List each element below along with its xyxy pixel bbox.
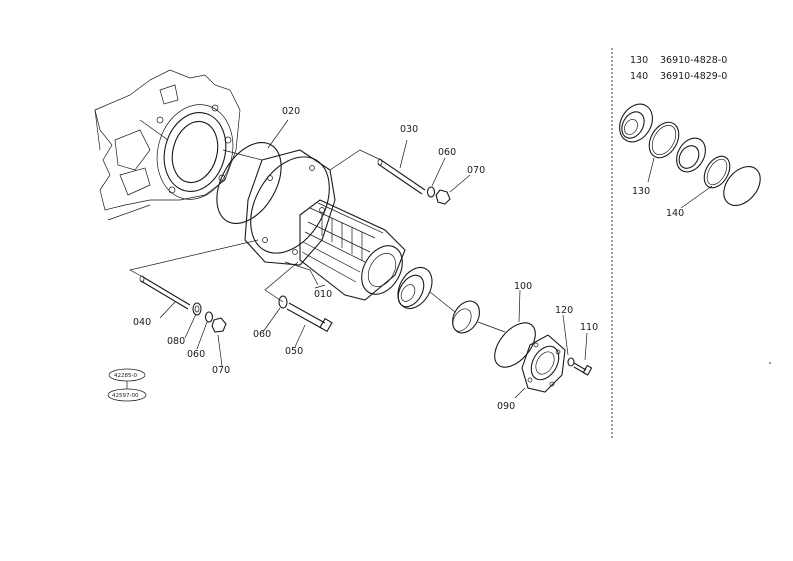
bearing-140-inset [676,137,706,173]
callout-130: 130 [632,186,650,197]
callout-060: 060 [187,349,205,360]
stray-dot [769,362,771,364]
reference-code: 42285-0 [114,373,137,379]
callout-120: 120 [555,305,573,316]
bearing [397,266,433,310]
reference-bubble-top: 42285-0 [108,368,146,382]
bearing-130-inset [619,103,653,143]
callout-070: 070 [212,365,230,376]
callout-070: 070 [467,165,485,176]
bolt-110 [573,362,593,376]
washer-120 [567,357,575,367]
table-row-part-number: 36910-4829-0 [660,71,727,82]
callout-030: 030 [400,124,418,135]
table-row-part-number: 36910-4828-0 [660,55,727,66]
flange-housing-010 [244,149,406,301]
stud-030 [377,158,426,195]
cover-090 [521,334,566,393]
snap-ring-140-inset [703,155,731,189]
stud-040 [139,275,191,310]
o-ring-140-inset [723,166,761,206]
callout-010: 010 [314,289,332,300]
leader-line [647,157,655,183]
callout-050: 050 [285,346,303,357]
callout-020: 020 [282,106,300,117]
washer-080 [192,302,202,316]
transmission-housing [94,69,241,221]
callout-090: 090 [497,401,515,412]
callout-100: 100 [514,281,532,292]
callout-110: 110 [580,322,598,333]
assembly-lines [129,119,588,399]
bolt-050 [286,302,333,333]
table-row-ref: 140 [630,71,648,82]
callout-080: 080 [167,336,185,347]
callout-060: 060 [253,329,271,340]
o-ring-020 [216,142,282,224]
leader-line [680,185,713,209]
reference-code: 42597-00 [112,393,139,399]
reference-bubble-bottom: 42597-00 [107,388,147,402]
washer-060-mid [278,295,288,309]
o-ring-100 [494,322,536,368]
washer-060-upper [426,186,436,198]
callout-040: 040 [133,317,151,328]
nut-070-upper [435,189,451,205]
callout-140: 140 [666,208,684,219]
snap-ring-130-inset [648,121,680,159]
nut-070-lower [211,317,227,333]
oil-seal [452,300,480,334]
washer-060-lower [204,311,214,323]
table-row-ref: 130 [630,55,648,66]
parts-table: 130 36910-4828-0 140 36910-4829-0 [630,55,727,82]
callout-060: 060 [438,147,456,158]
